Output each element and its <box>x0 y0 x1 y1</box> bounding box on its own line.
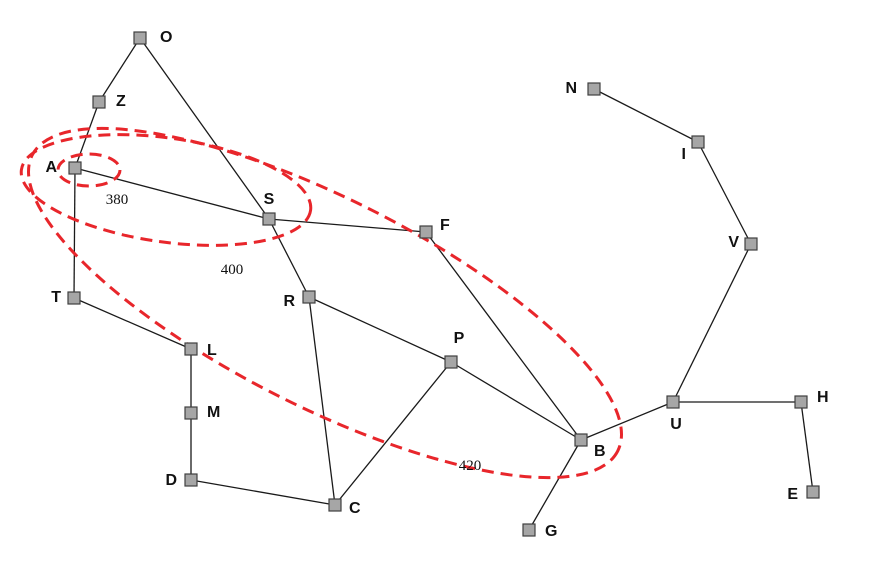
node-label-V: V <box>728 234 739 251</box>
node-O <box>133 31 147 45</box>
node-label-H: H <box>817 389 829 406</box>
node-label-S: S <box>264 191 275 208</box>
node-label-B: B <box>594 443 606 460</box>
edge-O-Z <box>98 37 141 103</box>
node-marker-F <box>419 225 433 239</box>
nodes-layer <box>67 31 820 537</box>
node-label-G: G <box>545 523 557 540</box>
node-label-E: E <box>787 486 798 503</box>
node-marker-N <box>587 82 601 96</box>
node-marker-B <box>574 433 588 447</box>
node-N <box>587 82 601 96</box>
node-marker-A <box>68 161 82 175</box>
node-D <box>184 473 198 487</box>
node-label-F: F <box>440 217 450 234</box>
node-I <box>691 135 705 149</box>
node-marker-U <box>666 395 680 409</box>
node-marker-G <box>522 523 536 537</box>
node-label-D: D <box>165 472 177 489</box>
contour-label-380: 380 <box>106 192 129 208</box>
node-G <box>522 523 536 537</box>
node-label-T: T <box>51 289 61 306</box>
edge-A-S <box>74 167 270 220</box>
contour-420 <box>27 126 623 480</box>
node-A <box>68 161 82 175</box>
node-label-L: L <box>207 342 217 359</box>
contour-380 <box>56 152 122 188</box>
node-label-I: I <box>682 146 686 163</box>
node-marker-H <box>794 395 808 409</box>
edge-S-R <box>268 218 310 298</box>
node-marker-L <box>184 342 198 356</box>
node-P <box>444 355 458 369</box>
edge-H-E <box>800 401 814 493</box>
labels-layer: O Z A S F T R L P M D C B G U H E N I V <box>45 29 828 540</box>
edge-S-F <box>268 218 427 233</box>
edge-F-B <box>425 231 582 441</box>
edge-I-N <box>593 88 699 143</box>
node-label-O: O <box>160 29 172 46</box>
node-M <box>184 406 198 420</box>
edge-R-P <box>308 296 452 363</box>
edges-layer <box>73 37 814 531</box>
node-marker-Z <box>92 95 106 109</box>
edge-P-B <box>450 361 582 441</box>
node-label-C: C <box>349 500 361 517</box>
edge-B-G <box>528 439 582 531</box>
node-C <box>328 498 342 512</box>
node-E <box>806 485 820 499</box>
node-marker-I <box>691 135 705 149</box>
contour-label-420: 420 <box>459 458 482 474</box>
node-marker-E <box>806 485 820 499</box>
node-marker-V <box>744 237 758 251</box>
node-marker-M <box>184 406 198 420</box>
node-S <box>262 212 276 226</box>
node-H <box>794 395 808 409</box>
edge-A-T <box>73 167 76 299</box>
node-T <box>67 291 81 305</box>
node-label-M: M <box>207 404 220 421</box>
node-label-Z: Z <box>116 93 126 110</box>
node-marker-P <box>444 355 458 369</box>
node-label-U: U <box>670 416 682 433</box>
node-R <box>302 290 316 304</box>
contour-400 <box>19 133 313 247</box>
edge-R-C <box>308 296 336 506</box>
node-marker-S <box>262 212 276 226</box>
edge-B-U <box>580 401 674 441</box>
node-V <box>744 237 758 251</box>
edge-C-P <box>334 361 452 506</box>
node-marker-R <box>302 290 316 304</box>
node-marker-T <box>67 291 81 305</box>
node-label-N: N <box>565 80 577 97</box>
edge-T-L <box>73 297 192 350</box>
node-Z <box>92 95 106 109</box>
edge-O-S <box>139 37 270 220</box>
node-marker-O <box>133 31 147 45</box>
node-F <box>419 225 433 239</box>
edge-D-C <box>190 479 336 506</box>
node-label-P: P <box>454 330 465 347</box>
node-B <box>574 433 588 447</box>
edge-V-I <box>697 141 752 245</box>
edge-U-V <box>672 243 752 403</box>
node-L <box>184 342 198 356</box>
contours-layer: 380 400 420 <box>19 126 623 480</box>
node-label-R: R <box>283 293 295 310</box>
node-U <box>666 395 680 409</box>
node-label-A: A <box>45 159 57 176</box>
node-marker-C <box>328 498 342 512</box>
contour-label-400: 400 <box>221 262 244 278</box>
node-marker-D <box>184 473 198 487</box>
